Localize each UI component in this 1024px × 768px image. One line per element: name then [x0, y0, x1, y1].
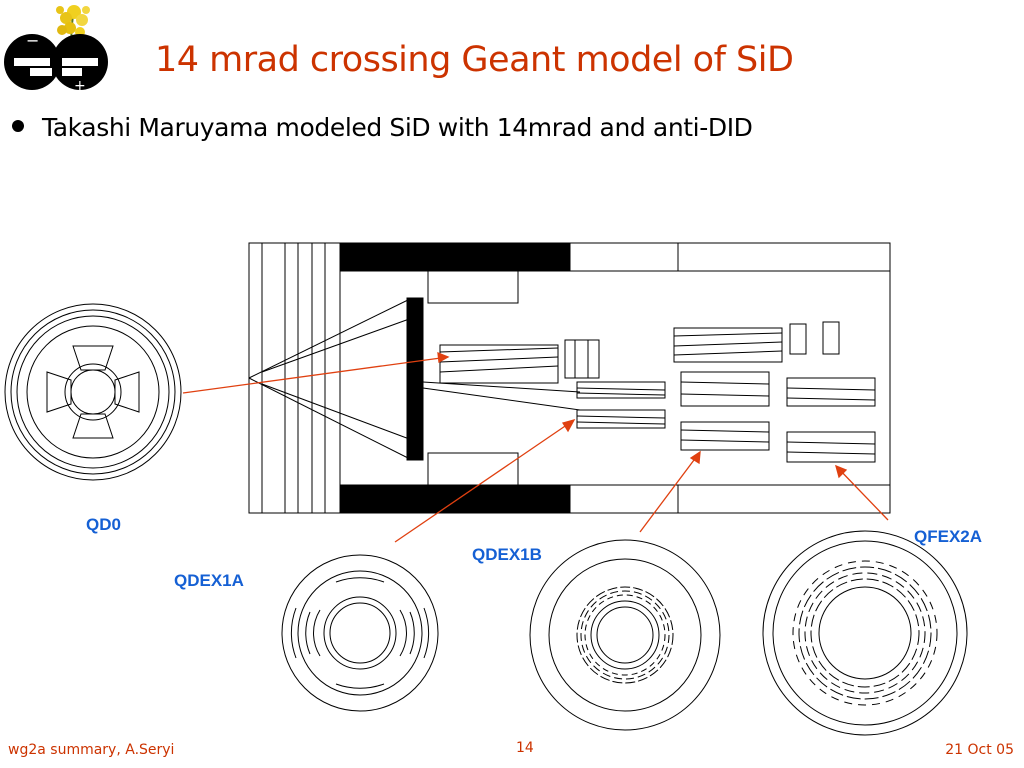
label-qdex1b: QDEX1B — [472, 545, 542, 564]
bullet-item: Takashi Maruyama modeled SiD with 14mrad… — [12, 113, 753, 142]
svg-text:−: − — [26, 31, 39, 50]
arrow-qdex1a — [394, 419, 575, 543]
ee-logo: − + — [4, 5, 108, 94]
pointer-arrows — [182, 351, 889, 543]
qdex1b-cross-section — [529, 539, 721, 731]
footer-date: 21 Oct 05 — [945, 742, 1014, 758]
bullet-dot-icon — [12, 120, 24, 132]
footer-page-number: 14 — [516, 740, 534, 756]
svg-text:+: + — [74, 78, 86, 94]
label-qd0: QD0 — [86, 515, 121, 534]
arrow-qfex2a — [835, 465, 889, 521]
qdex1a-cross-section — [281, 554, 439, 712]
qd0-cross-section — [4, 303, 182, 481]
bullet-text: Takashi Maruyama modeled SiD with 14mrad… — [42, 113, 753, 142]
label-qdex1a: QDEX1A — [174, 571, 244, 590]
detector-side-view — [248, 242, 891, 514]
slide-title: 14 mrad crossing Geant model of SiD — [155, 40, 794, 80]
qfex2a-cross-section — [762, 530, 968, 736]
arrow-qd0 — [182, 356, 449, 394]
ee-letters-icon: − + — [4, 31, 108, 94]
label-qfex2a: QFEX2A — [914, 527, 983, 546]
footer-left: wg2a summary, A.Seryi — [8, 742, 175, 758]
arrow-qdex1b — [639, 451, 701, 533]
